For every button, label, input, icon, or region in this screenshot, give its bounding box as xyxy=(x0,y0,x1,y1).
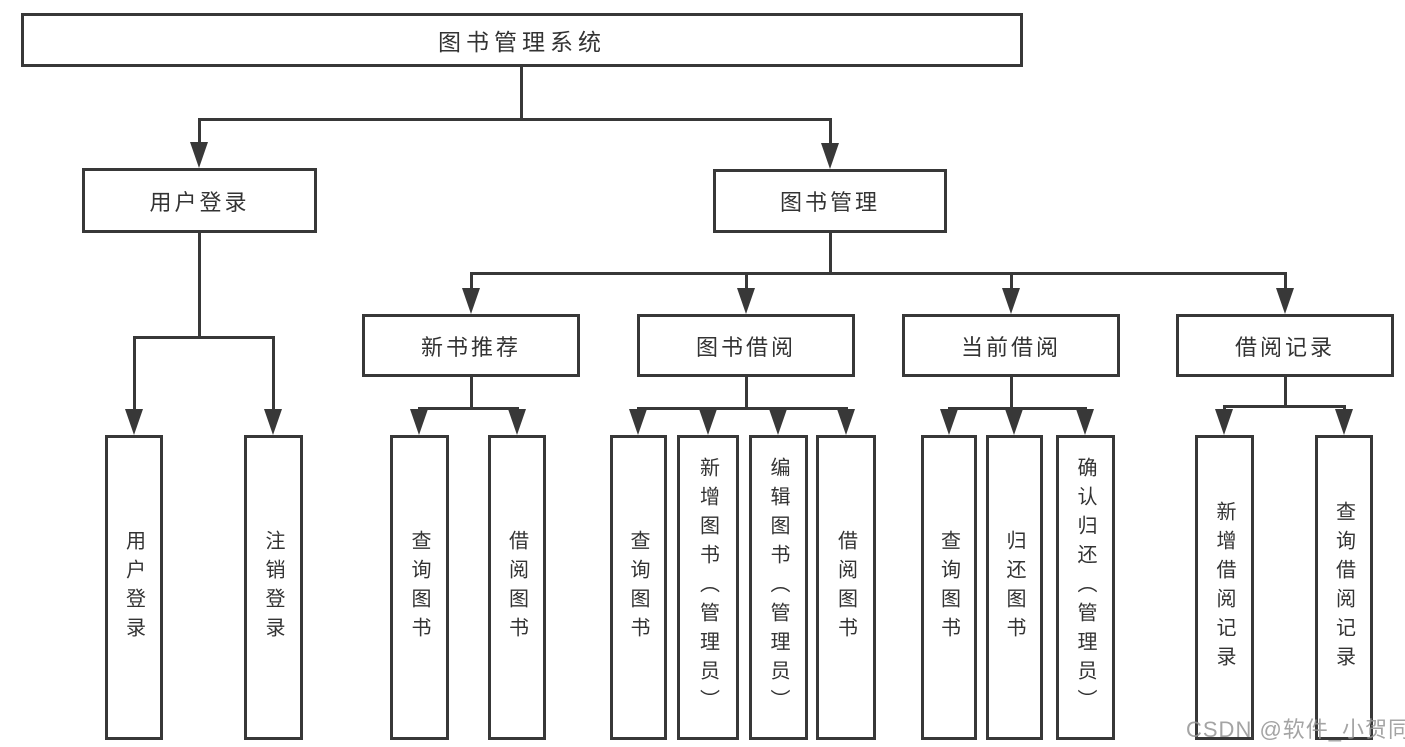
arrowhead-down-icon xyxy=(508,409,526,435)
node-label: 借阅记录 xyxy=(1234,334,1335,360)
arrowhead-down-icon xyxy=(940,409,958,435)
leaf-label: 注销登录 xyxy=(262,529,284,646)
leaf-label: 借阅图书 xyxy=(505,529,528,646)
connector-line xyxy=(1010,272,1013,290)
arrowhead-down-icon xyxy=(1276,288,1294,314)
connector-line xyxy=(1284,377,1287,407)
connector-line xyxy=(133,336,136,411)
arrowhead-down-icon xyxy=(837,409,855,435)
leaf-label: 用户登录 xyxy=(122,529,145,646)
leaf-label: 归还图书 xyxy=(1003,529,1025,646)
leaf-borrow-book-recommend: 借阅图书 xyxy=(488,435,546,740)
leaf-return-book: 归还图书 xyxy=(986,435,1043,740)
leaf-label: 查询图书 xyxy=(627,529,649,646)
node-label: 图书管理 xyxy=(779,190,880,215)
connector-line xyxy=(948,407,1086,410)
leaf-label: 确认归还（管理员） xyxy=(1074,457,1096,718)
arrowhead-down-icon xyxy=(1002,288,1020,314)
leaf-label: 新增图书（管理员） xyxy=(696,457,719,718)
connector-line xyxy=(418,407,518,410)
node-user-login: 用户登录 xyxy=(82,168,317,233)
leaf-label: 查询图书 xyxy=(937,529,960,646)
leaf-borrow-book: 借阅图书 xyxy=(816,435,876,740)
connector-line xyxy=(1284,272,1287,290)
connector-line xyxy=(1223,405,1226,412)
connector-line xyxy=(272,336,275,411)
node-label: 新书推荐 xyxy=(420,334,521,360)
connector-line xyxy=(829,118,832,145)
connector-line xyxy=(1010,377,1013,409)
node-current-borrowing: 当前借阅 xyxy=(902,314,1120,377)
leaf-add-borrow-record: 新增借阅记录 xyxy=(1195,435,1254,740)
arrowhead-down-icon xyxy=(629,409,647,435)
arrowhead-down-icon xyxy=(1215,409,1233,435)
arrowhead-down-icon xyxy=(1005,409,1023,435)
leaf-user-login: 用户登录 xyxy=(105,435,163,740)
node-book-management: 图书管理 xyxy=(713,169,947,233)
node-label: 用户登录 xyxy=(149,189,250,215)
leaf-label: 新增借阅记录 xyxy=(1213,500,1235,675)
arrowhead-down-icon xyxy=(190,142,208,168)
connector-line xyxy=(470,272,1286,275)
leaf-label: 查询借阅记录 xyxy=(1332,500,1355,675)
leaf-query-book-current: 查询图书 xyxy=(921,435,977,740)
arrowhead-down-icon xyxy=(410,409,428,435)
connector-line xyxy=(198,118,832,121)
connector-line xyxy=(829,233,832,274)
connector-line xyxy=(637,407,847,410)
arrowhead-down-icon xyxy=(769,409,787,435)
connector-line xyxy=(198,233,201,336)
connector-line xyxy=(470,272,473,290)
arrowhead-down-icon xyxy=(125,409,143,435)
connector-line xyxy=(470,377,473,409)
node-borrowing-records: 借阅记录 xyxy=(1176,314,1394,377)
leaf-query-borrow-record: 查询借阅记录 xyxy=(1315,435,1373,740)
leaf-edit-book-admin: 编辑图书（管理员） xyxy=(749,435,808,740)
connector-line xyxy=(745,377,748,409)
leaf-label: 编辑图书（管理员） xyxy=(767,457,789,718)
connector-line xyxy=(1223,405,1345,408)
connector-line xyxy=(198,118,201,144)
arrowhead-down-icon xyxy=(737,288,755,314)
arrowhead-down-icon xyxy=(821,143,839,169)
node-library-management-system: 图书管理系统 xyxy=(21,13,1023,67)
node-label: 图书管理系统 xyxy=(438,29,606,55)
leaf-query-book-borrowing: 查询图书 xyxy=(610,435,667,740)
arrowhead-down-icon xyxy=(1076,409,1094,435)
connector-line xyxy=(745,272,748,290)
leaf-confirm-return-admin: 确认归还（管理员） xyxy=(1056,435,1115,740)
arrowhead-down-icon xyxy=(462,288,480,314)
leaf-query-book-recommend: 查询图书 xyxy=(390,435,449,740)
leaf-add-book-admin: 新增图书（管理员） xyxy=(677,435,739,740)
leaf-label: 借阅图书 xyxy=(834,529,857,646)
connector-line xyxy=(520,67,523,118)
connector-line xyxy=(1343,405,1346,412)
csdn-watermark: CSDN @软件_小贺同学 xyxy=(1186,717,1405,742)
arrowhead-down-icon xyxy=(699,409,717,435)
leaf-logout: 注销登录 xyxy=(244,435,303,740)
node-label: 图书借阅 xyxy=(695,334,796,360)
arrowhead-down-icon xyxy=(1335,409,1353,435)
leaf-label: 查询图书 xyxy=(408,529,430,646)
node-book-borrowing: 图书借阅 xyxy=(637,314,855,377)
connector-line xyxy=(133,336,275,339)
node-new-book-recommendation: 新书推荐 xyxy=(362,314,580,377)
arrowhead-down-icon xyxy=(264,409,282,435)
node-label: 当前借阅 xyxy=(960,334,1061,360)
